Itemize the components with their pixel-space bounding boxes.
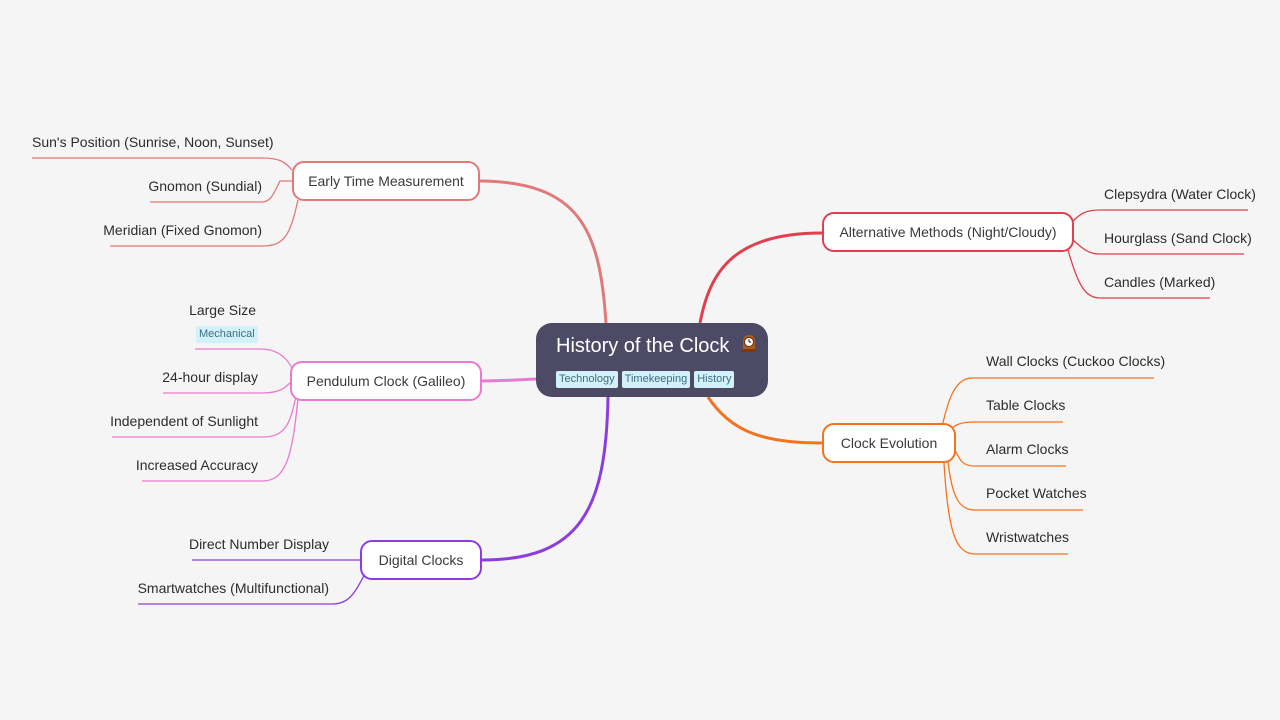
tag-history[interactable]: History xyxy=(694,371,735,389)
leaf-wristwatches[interactable]: Wristwatches xyxy=(986,529,1069,545)
branch-early-time-measurement[interactable]: Early Time Measurement xyxy=(292,161,480,201)
leaf-increased-accuracy[interactable]: Increased Accuracy xyxy=(135,457,258,473)
branch-digital-clocks[interactable]: Digital Clocks xyxy=(360,540,482,580)
leaf-hourglass[interactable]: Hourglass (Sand Clock) xyxy=(1104,230,1252,246)
leaf-smartwatches[interactable]: Smartwatches (Multifunctional) xyxy=(137,580,329,596)
connector-pendulum xyxy=(481,377,537,383)
leaf-candles[interactable]: Candles (Marked) xyxy=(1104,274,1216,290)
branch-pendulum-clock[interactable]: Pendulum Clock (Galileo) xyxy=(290,361,482,401)
alternative-child-connectors xyxy=(1067,209,1248,299)
leaf-24-hour-display[interactable]: 24-hour display xyxy=(162,369,258,385)
tag-mechanical[interactable]: Mechanical xyxy=(196,326,258,343)
central-topic-title: History of the Clock xyxy=(556,333,768,360)
connector-evolution xyxy=(706,396,823,445)
leaf-gnomon[interactable]: Gnomon (Sundial) xyxy=(148,178,262,194)
digital-child-connectors xyxy=(138,559,367,605)
leaf-suns-position[interactable]: Sun's Position (Sunrise, Noon, Sunset) xyxy=(32,134,274,150)
leaf-clepsydra[interactable]: Clepsydra (Water Clock) xyxy=(1104,186,1256,202)
tag-technology[interactable]: Technology xyxy=(556,371,618,389)
connector-digital xyxy=(481,396,610,562)
central-topic-text: History of the Clock xyxy=(556,335,730,357)
branch-alternative-methods[interactable]: Alternative Methods (Night/Cloudy) xyxy=(822,212,1074,252)
leaf-wall-clocks[interactable]: Wall Clocks (Cuckoo Clocks) xyxy=(986,353,1166,369)
tag-timekeeping[interactable]: Timekeeping xyxy=(621,371,691,389)
early-child-connectors xyxy=(32,157,299,247)
leaf-pocket-watches[interactable]: Pocket Watches xyxy=(986,485,1087,501)
pendulum-child-connectors xyxy=(112,348,299,482)
leaf-table-clocks[interactable]: Table Clocks xyxy=(986,397,1066,413)
leaf-large-size[interactable]: Large Size xyxy=(189,302,256,318)
mantelpiece-clock-icon xyxy=(739,333,759,360)
connector-early xyxy=(479,179,608,324)
leaf-alarm-clocks[interactable]: Alarm Clocks xyxy=(986,441,1069,457)
leaf-meridian[interactable]: Meridian (Fixed Gnomon) xyxy=(103,222,262,238)
leaf-independent-of-sunlight[interactable]: Independent of Sunlight xyxy=(110,413,258,429)
connector-alternative xyxy=(698,231,823,324)
leaf-direct-number-display[interactable]: Direct Number Display xyxy=(188,536,329,552)
branch-clock-evolution[interactable]: Clock Evolution xyxy=(822,423,956,463)
